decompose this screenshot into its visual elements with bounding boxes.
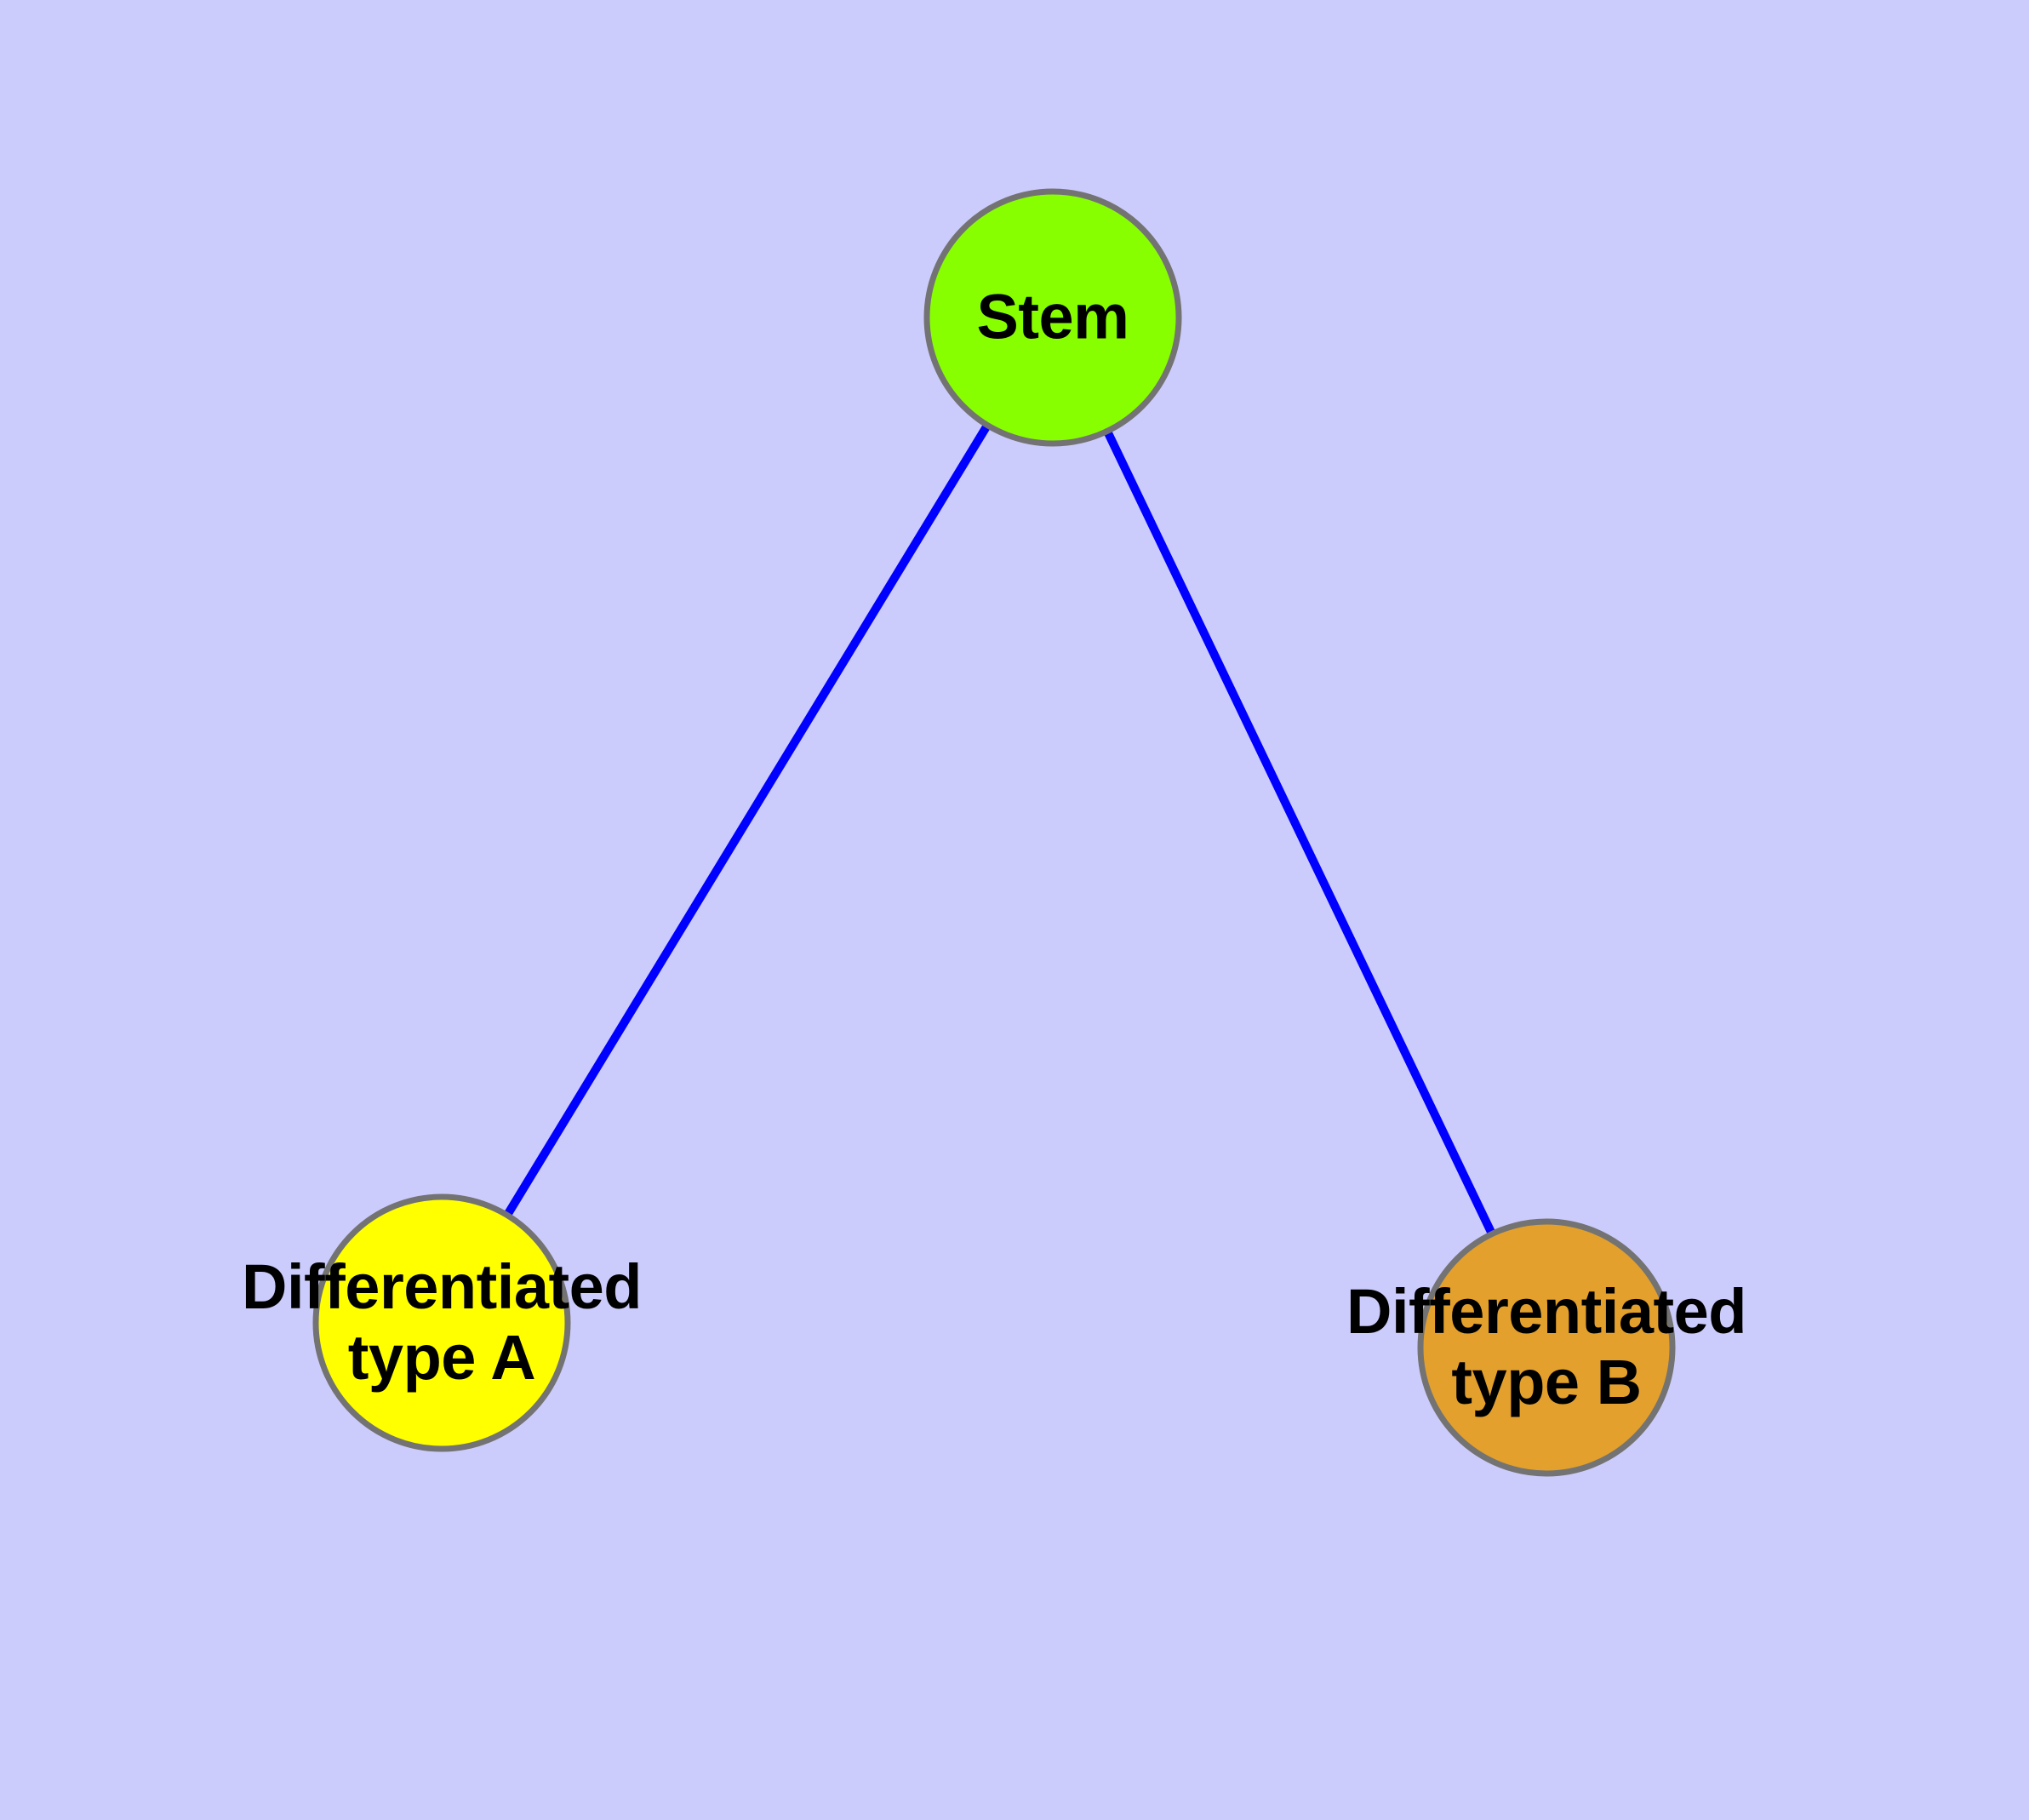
graph-node-stem[interactable] bbox=[923, 188, 1182, 447]
graph-edge-stem-diff_a bbox=[502, 421, 992, 1219]
edge-layer bbox=[502, 421, 1497, 1238]
graph-node-diff_a[interactable] bbox=[312, 1193, 571, 1452]
node-layer bbox=[312, 188, 1676, 1477]
graph-node-diff_b[interactable] bbox=[1417, 1218, 1676, 1477]
graph-edge-stem-diff_b bbox=[1102, 427, 1497, 1238]
